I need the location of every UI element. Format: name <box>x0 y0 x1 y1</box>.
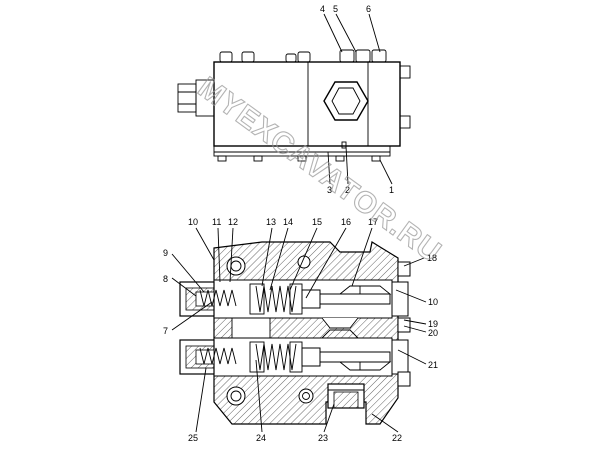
mounting-hole <box>226 256 246 276</box>
left-connector-nut <box>177 83 197 113</box>
side-bolt-head <box>397 371 411 387</box>
upper-spool-seat <box>249 283 265 315</box>
callout-19: 19 <box>428 319 438 329</box>
callout-6: 6 <box>366 4 371 14</box>
callout-25: 25 <box>188 433 198 443</box>
watermark-text: MYEXCAVATOR.RU <box>192 71 447 269</box>
side-bolt-head <box>399 65 411 79</box>
top-view <box>177 49 411 162</box>
callout-5: 5 <box>333 4 338 14</box>
side-bolt-head <box>397 317 411 333</box>
callout-21: 21 <box>428 360 438 370</box>
section-view <box>179 241 411 425</box>
watermark: MYEXCAVATOR.RU <box>191 70 448 269</box>
callout-16: 16 <box>341 217 351 227</box>
callout-23: 23 <box>318 433 328 443</box>
callout-9: 9 <box>163 248 168 258</box>
callout-12: 12 <box>228 217 238 227</box>
callout-10: 10 <box>188 217 198 227</box>
callout-14: 14 <box>283 217 293 227</box>
hex-plug <box>323 81 369 121</box>
lower-spring-right <box>255 343 297 371</box>
top-bolt-head <box>241 51 255 63</box>
top-view-leaders <box>323 13 393 185</box>
upper-spring-left <box>199 289 237 307</box>
callout-3: 3 <box>327 185 332 195</box>
callout-2: 2 <box>345 185 350 195</box>
callout-17: 17 <box>368 217 378 227</box>
top-bolt-head <box>371 49 387 63</box>
callout-10-right: 10 <box>428 297 438 307</box>
top-bolt-head <box>339 49 355 63</box>
callout-22: 22 <box>392 433 402 443</box>
side-bolt-head <box>397 261 411 277</box>
callout-20: 20 <box>428 328 438 338</box>
upper-spring-right <box>255 285 297 313</box>
callout-24: 24 <box>256 433 266 443</box>
side-bolt-head <box>399 115 411 129</box>
section-view-callouts: 10 11 12 13 14 15 16 17 9 8 7 18 10 19 2… <box>163 217 438 443</box>
top-bolt-head <box>355 49 371 63</box>
mounting-hole <box>226 386 246 406</box>
callout-1: 1 <box>389 185 394 195</box>
top-bolt-head <box>297 51 311 63</box>
top-bolt-head <box>285 53 297 63</box>
upper-spool <box>301 285 392 309</box>
callout-15: 15 <box>312 217 322 227</box>
callout-8: 8 <box>163 274 168 284</box>
callout-4: 4 <box>320 4 325 14</box>
mounting-hole <box>298 388 314 404</box>
lower-spool <box>301 347 392 371</box>
callout-18: 18 <box>427 253 437 263</box>
callout-7: 7 <box>163 326 168 336</box>
top-bolt-head <box>219 51 233 63</box>
section-view-leaders <box>171 227 427 433</box>
callout-11: 11 <box>212 217 221 227</box>
callout-13: 13 <box>266 217 276 227</box>
lower-spring-left <box>199 347 237 365</box>
top-view-end-plate <box>367 61 401 147</box>
top-view-callouts: 4 5 6 3 2 1 <box>320 4 394 195</box>
